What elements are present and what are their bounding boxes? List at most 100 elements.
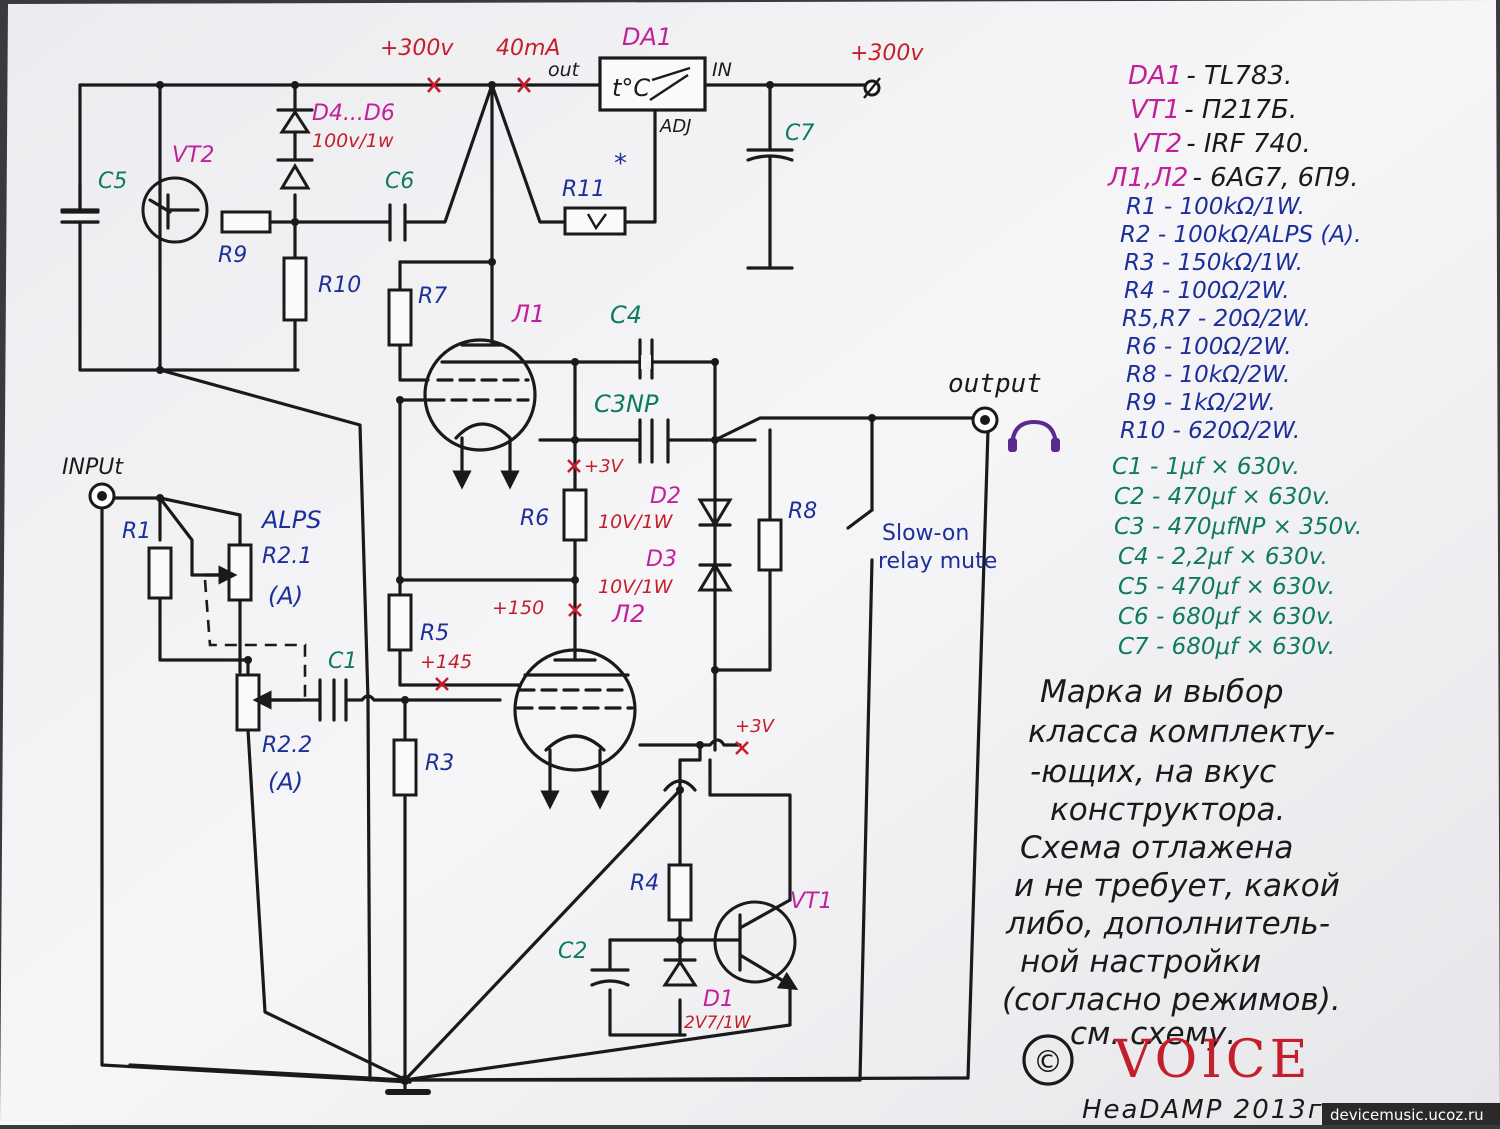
label-145v: +145 <box>420 651 472 673</box>
parts-resistor-row: R2 - 100kΩ/ALPS (A). <box>1120 222 1361 248</box>
da1-regulator: t°C <box>598 56 707 112</box>
brand-subtitle: HeaDAMP 2013г. <box>1082 1095 1334 1125</box>
da1-tc-label: t°C <box>612 74 650 102</box>
label-r11-star: * <box>614 149 627 179</box>
resistor-r11 <box>563 206 627 236</box>
resistor-r8 <box>757 518 783 572</box>
parts-semi-row: VT1- П217Б. <box>1130 95 1297 125</box>
capacitor-c3np <box>638 418 670 464</box>
label-in: IN <box>712 59 732 81</box>
note-line: класса комплекту- <box>1028 714 1335 750</box>
parts-capacitor-row: C4 - 2,2μf × 630v. <box>1118 544 1328 570</box>
junctions <box>156 81 876 1085</box>
label-relay-mute: relay mute <box>878 549 997 574</box>
label-3v-top: +3V <box>584 456 625 477</box>
parts-resistor-row: R10 - 620Ω/2W. <box>1120 418 1300 444</box>
parts-capacitor-row: C5 - 470μf × 630v. <box>1118 574 1335 600</box>
parts-resistor-row: R3 - 150kΩ/1W. <box>1124 250 1303 276</box>
watermark: devicemusic.ucoz.ru <box>1330 1106 1484 1124</box>
label-r5: R5 <box>420 621 449 646</box>
label-c1: C1 <box>328 649 357 674</box>
transistor-vt2 <box>141 176 209 244</box>
label-l1: Л1 <box>511 300 545 328</box>
label-r22-a: (A) <box>268 768 303 796</box>
label-150v: +150 <box>492 597 544 619</box>
parts-capacitor-row: C2 - 470μf × 630v. <box>1114 484 1331 510</box>
parts-capacitor-row: C1 - 1μf × 630v. <box>1112 454 1300 480</box>
diode-d3 <box>697 562 733 592</box>
relay-contact <box>846 508 874 530</box>
capacitor-c1 <box>318 678 348 722</box>
parts-capacitor-row: C6 - 680μf × 630v. <box>1118 604 1335 630</box>
tube-l2 <box>513 648 637 810</box>
parts-capacitors: C1 - 1μf × 630v. C2 - 470μf × 630v. C3 -… <box>1112 454 1362 660</box>
label-out: out <box>548 59 581 81</box>
parts-capacitor-row: C7 - 680μf × 630v. <box>1118 634 1335 660</box>
resistor-r3 <box>392 738 418 797</box>
resistor-r4 <box>667 863 693 922</box>
note-line: конструктора. <box>1050 792 1285 828</box>
label-r8: R8 <box>788 499 817 524</box>
label-alps: ALPS <box>260 506 322 534</box>
parts-resistor-row: R5,R7 - 20Ω/2W. <box>1122 306 1311 332</box>
input-jack <box>88 482 116 510</box>
label-d4d6-value: 100v/1w <box>312 130 394 152</box>
resistor-r1 <box>147 546 173 600</box>
label-r7: R7 <box>418 284 447 309</box>
label-da1: DA1 <box>622 23 672 51</box>
label-c2: C2 <box>558 939 587 964</box>
watermark-bg <box>1322 1103 1500 1125</box>
capacitor-c7 <box>746 148 794 162</box>
output-jack <box>971 406 999 434</box>
note-line: см. схему. <box>1070 1016 1236 1052</box>
label-d1: D1 <box>703 987 734 1012</box>
label-r11: R11 <box>562 177 605 202</box>
label-c6: C6 <box>385 169 414 194</box>
capacitor-c4 <box>638 338 654 380</box>
note-line: Марка и выбор <box>1040 674 1284 710</box>
note-line: ной настройки <box>1020 944 1261 980</box>
resistor-r6 <box>562 488 588 542</box>
wires <box>78 83 990 1095</box>
construction-note: Марка и выбор класса комплекту- -ющих, н… <box>1002 674 1341 1052</box>
parts-resistor-row: R8 - 10kΩ/2W. <box>1126 362 1290 388</box>
parts-resistor-row: R6 - 100Ω/2W. <box>1126 334 1292 360</box>
capacitor-c5 <box>60 183 100 224</box>
parts-semi-row: Л1,Л2- 6AG7, 6П9. <box>1107 163 1359 193</box>
label-300v-right: +300v <box>850 41 924 66</box>
transistor-vt1 <box>713 898 799 990</box>
label-r1: R1 <box>122 519 151 544</box>
label-r3: R3 <box>425 751 454 776</box>
label-300v-left: +300v <box>380 36 454 61</box>
label-r21-a: (A) <box>268 582 303 610</box>
copyright-circle <box>1022 1034 1074 1086</box>
label-output: output <box>948 369 1042 399</box>
label-d2-value: 10V/1W <box>598 511 674 533</box>
diodes-d4-d6 <box>276 108 314 190</box>
label-slow-on: Slow-on <box>882 521 969 546</box>
note-line: либо, дополнитель- <box>1005 906 1330 942</box>
label-c5: C5 <box>98 169 127 194</box>
label-vt2: VT2 <box>172 143 215 168</box>
brand-voice: VOICE <box>1113 1030 1312 1090</box>
parts-semi-row: VT2- IRF 740. <box>1132 129 1311 159</box>
parts-list: DA1- TL783. VT1- П217Б. VT2- IRF 740. Л1… <box>1107 61 1362 660</box>
label-r6: R6 <box>520 506 549 531</box>
label-r22: R2.2 <box>262 733 312 758</box>
capacitor-c2 <box>590 968 630 987</box>
resistor-r10 <box>282 256 308 322</box>
label-d3-value: 10V/1W <box>598 576 674 598</box>
schematic-labels: +300v 40mA out DA1 IN ADJ +300v D4...D6 … <box>62 23 1042 1033</box>
label-r4: R4 <box>630 871 659 896</box>
label-r9: R9 <box>218 243 247 268</box>
label-c4: C4 <box>610 301 642 329</box>
terminal-300v <box>863 77 881 99</box>
note-line: и не требует, какой <box>1014 868 1340 904</box>
label-vt1: VT1 <box>790 889 833 914</box>
label-c7: C7 <box>785 121 814 146</box>
note-line: Схема отлажена <box>1020 830 1293 866</box>
resistor-r5 <box>387 593 413 652</box>
